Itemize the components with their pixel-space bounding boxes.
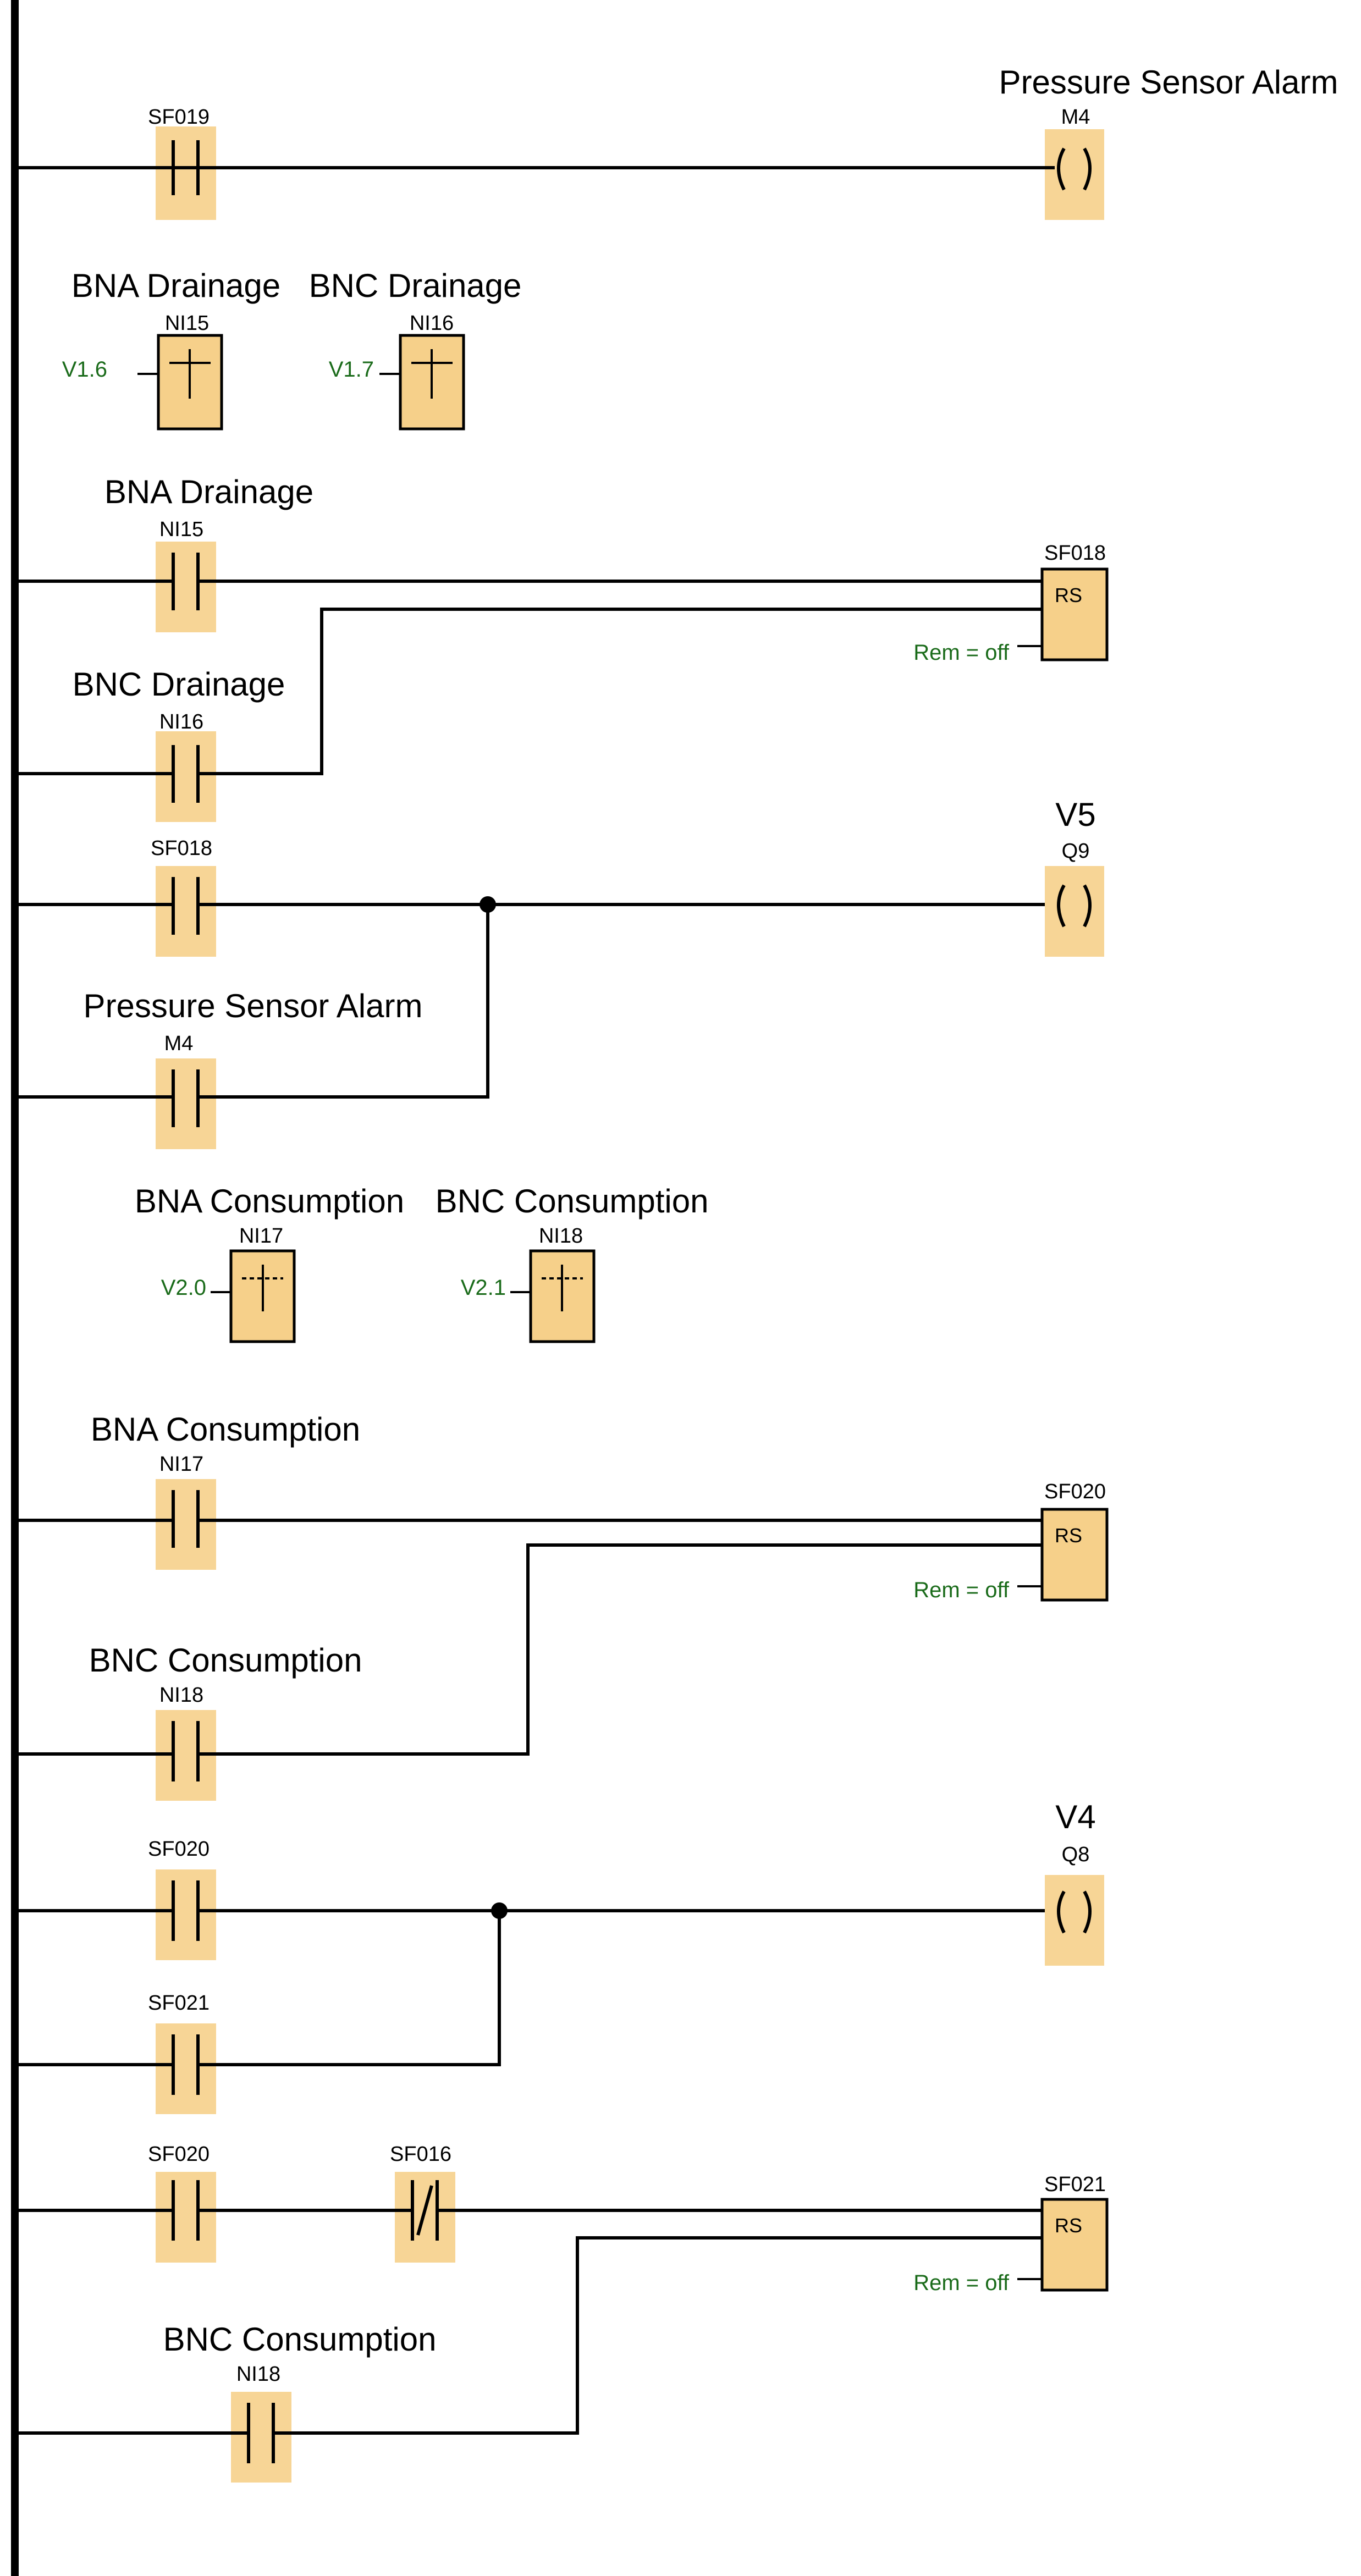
ni-address: NI17	[239, 1224, 283, 1248]
coil-label: V4	[1055, 1799, 1095, 1835]
contact-sf019[interactable]: SF019	[148, 106, 216, 220]
network-input-ni16[interactable]: BNC Drainage NI16 V1.7	[309, 267, 522, 431]
rem-setting: Rem = off	[913, 1578, 1010, 1602]
ni-variable: V2.0	[161, 1276, 206, 1300]
contact-address: NI17	[159, 1453, 203, 1476]
rs-block-sf021[interactable]: RS SF021 Rem = off	[913, 2173, 1109, 2295]
rs-block-sf020[interactable]: RS SF020 Rem = off	[913, 1480, 1109, 1602]
rem-setting: Rem = off	[913, 2271, 1010, 2295]
coil-m4[interactable]: M4 Pressure Sensor Alarm	[999, 64, 1338, 220]
block-address: SF018	[1044, 542, 1106, 565]
contact-sf016-nc[interactable]: SF016	[390, 2143, 455, 2263]
coil-q8[interactable]: V4 Q8	[1045, 1799, 1104, 1966]
rung-2: BNA Drainage NI15 BNC Drainage NI16 RS S…	[15, 473, 1109, 822]
coil-address: Q8	[1062, 1843, 1090, 1866]
contact-ni15[interactable]: BNA Drainage NI15	[104, 473, 313, 632]
ni-label: BNA Consumption	[135, 1183, 404, 1220]
contact-address: SF016	[390, 2143, 451, 2166]
ni-label: BNA Drainage	[71, 267, 280, 304]
contact-address: NI16	[159, 710, 203, 733]
ni-address: NI15	[165, 312, 209, 335]
ni-address: NI16	[410, 312, 454, 335]
contact-address: NI18	[159, 1684, 203, 1707]
network-input-ni18[interactable]: BNC Consumption NI18 V2.1	[436, 1183, 709, 1343]
contact-ni18[interactable]: BNC Consumption NI18	[163, 2321, 437, 2483]
contact-sf020[interactable]: SF020	[148, 2143, 216, 2263]
rung-4: BNA Consumption NI17 BNC Consumption NI1…	[15, 1411, 1109, 1801]
contact-address: NI15	[159, 518, 203, 541]
contact-address: M4	[164, 1032, 194, 1055]
contact-address: SF018	[151, 837, 212, 860]
contact-ni17[interactable]: BNA Consumption NI17	[91, 1411, 360, 1570]
block-address: SF021	[1044, 2173, 1106, 2196]
ni-variable: V1.7	[329, 357, 374, 382]
rung-5: SF020 SF021 V4 Q8	[15, 1799, 1104, 2114]
contact-ni16[interactable]: BNC Drainage NI16	[73, 666, 285, 822]
contact-label: BNC Drainage	[73, 666, 285, 703]
coil-address: Q9	[1062, 840, 1090, 863]
rs-block-text: RS	[1055, 584, 1082, 606]
contact-label: Pressure Sensor Alarm	[84, 988, 423, 1024]
contact-label: BNC Consumption	[89, 1642, 362, 1679]
contact-address: NI18	[236, 2363, 280, 2386]
rem-setting: Rem = off	[913, 641, 1010, 665]
coil-label: V5	[1055, 796, 1095, 833]
contact-m4[interactable]: Pressure Sensor Alarm M4	[84, 988, 423, 1149]
rung-3: SF018 Pressure Sensor Alarm M4 V5 Q9	[15, 796, 1104, 1149]
contact-sf021[interactable]: SF021	[148, 1992, 216, 2114]
ni-label: BNC Drainage	[309, 267, 522, 304]
rs-block-sf018[interactable]: RS SF018 Rem = off	[913, 542, 1109, 665]
rung-1: SF019 M4 Pressure Sensor Alarm	[15, 64, 1338, 220]
rs-block-text: RS	[1055, 2214, 1082, 2237]
junction-dot	[480, 896, 496, 913]
block-address: SF020	[1044, 1480, 1106, 1503]
coil-address: M4	[1061, 106, 1090, 129]
contact-label: BNC Consumption	[163, 2321, 437, 2358]
contact-address: SF020	[148, 1838, 210, 1861]
contact-sf018[interactable]: SF018	[151, 837, 216, 957]
coil-label: Pressure Sensor Alarm	[999, 64, 1338, 101]
network-input-ni17[interactable]: BNA Consumption NI17 V2.0	[135, 1183, 404, 1343]
ni-label: BNC Consumption	[436, 1183, 709, 1220]
contact-sf020[interactable]: SF020	[148, 1838, 216, 1960]
contact-ni18[interactable]: BNC Consumption NI18	[89, 1642, 362, 1801]
ni-variable: V2.1	[461, 1276, 506, 1300]
rs-block-text: RS	[1055, 1524, 1082, 1547]
contact-address: SF021	[148, 1992, 210, 2015]
rung-6: SF020 SF016 BNC Consumption NI18 RS SF02…	[15, 2143, 1109, 2483]
ni-address: NI18	[539, 1224, 583, 1248]
network-input-ni15[interactable]: BNA Drainage NI15 V1.6	[62, 267, 280, 431]
contact-address: SF019	[148, 106, 210, 129]
contact-label: BNA Drainage	[104, 473, 313, 510]
contact-address: SF020	[148, 2143, 210, 2166]
junction-dot	[491, 1902, 508, 1919]
coil-q9[interactable]: V5 Q9	[1045, 796, 1104, 957]
ni-variable: V1.6	[62, 357, 107, 382]
contact-label: BNA Consumption	[91, 1411, 360, 1448]
